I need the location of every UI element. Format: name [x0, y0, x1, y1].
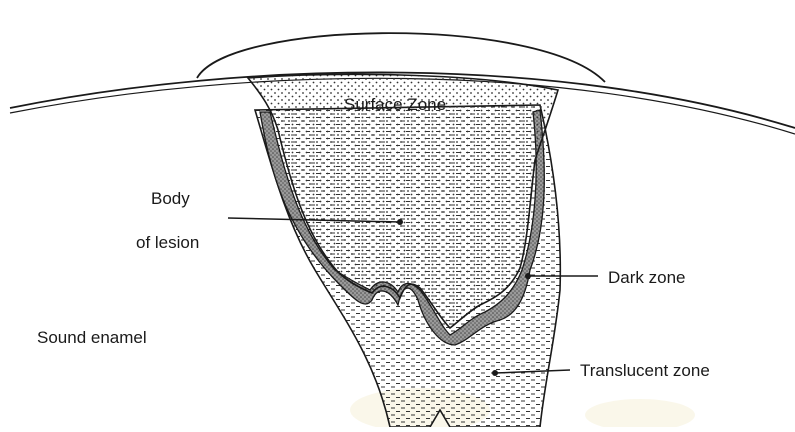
label-translucent-zone: Translucent zone	[580, 361, 710, 380]
dark-zone-leader-dot	[525, 273, 531, 279]
label-sound-enamel: Sound enamel	[37, 328, 147, 347]
body-leader-dot	[397, 219, 403, 225]
label-dark-zone: Dark zone	[608, 268, 685, 287]
label-body: Body	[151, 189, 190, 208]
label-surface-zone: Surface Zone	[344, 95, 446, 114]
translucent-zone-leader-dot	[492, 370, 498, 376]
label-of-lesion: of lesion	[136, 233, 199, 252]
